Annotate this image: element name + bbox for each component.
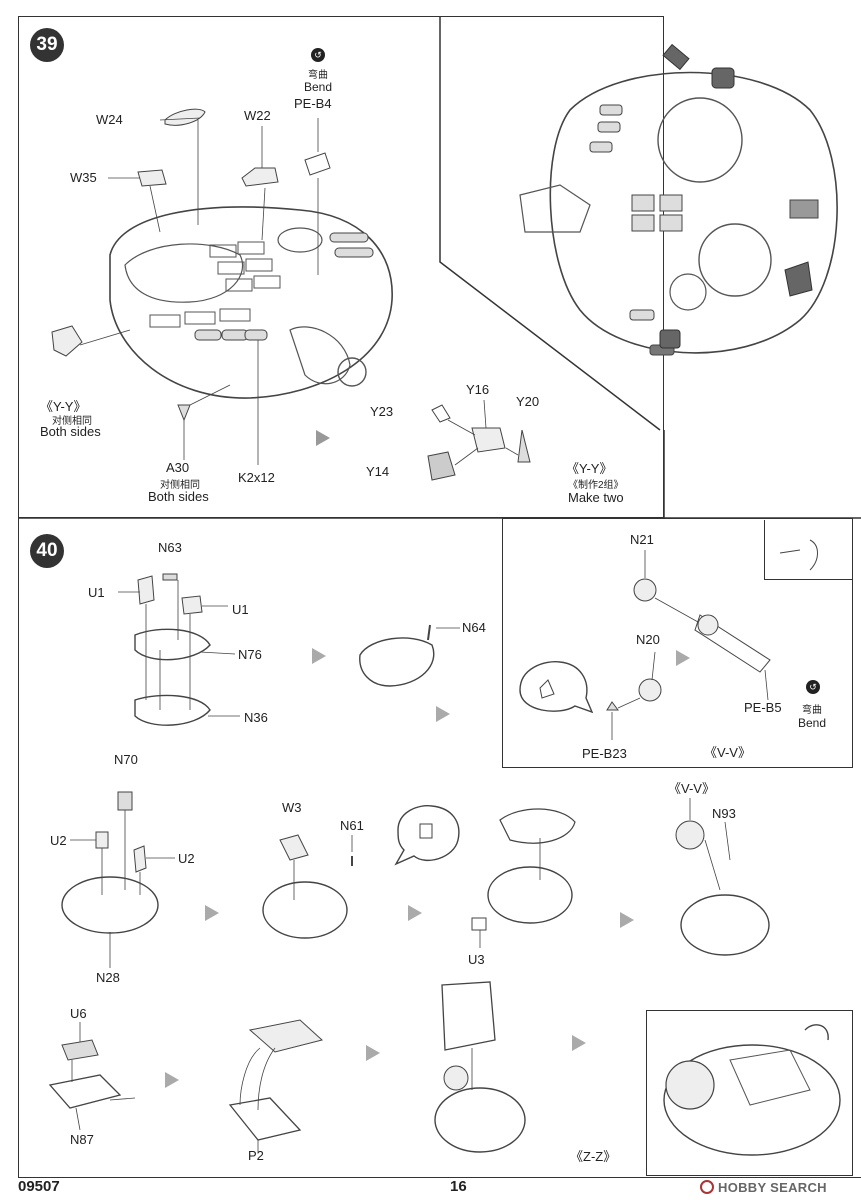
- a30-both-sides-cn: 对侧相同: [160, 480, 200, 491]
- v-v-inset-panel: [502, 518, 853, 768]
- label-v-v: 《V-V》: [704, 745, 751, 760]
- label-u3: U3: [468, 952, 485, 967]
- step-39-badge: 39: [30, 28, 64, 62]
- label-n93: N93: [712, 806, 736, 821]
- bend-en-label: Bend: [304, 80, 333, 94]
- label-u6: U6: [70, 1006, 87, 1021]
- final-view-box: [646, 1010, 853, 1176]
- label-pe-b5: PE-B5: [744, 700, 782, 715]
- label-u1-right: U1: [232, 602, 249, 617]
- label-n63: N63: [158, 540, 182, 555]
- label-n76: N76: [238, 647, 262, 662]
- label-u1-left: U1: [88, 585, 105, 600]
- label-n64: N64: [462, 620, 486, 635]
- brand-name: HOBBY SEARCH: [718, 1180, 827, 1195]
- label-w35: W35: [70, 170, 97, 185]
- label-n20: N20: [636, 632, 660, 647]
- step-40-number: 40: [36, 540, 58, 561]
- label-n87: N87: [70, 1132, 94, 1147]
- bend-cn-label: 弯曲: [308, 70, 328, 81]
- label-p2: P2: [248, 1148, 264, 1163]
- label-y14: Y14: [366, 464, 390, 479]
- brand-logo-icon: [700, 1180, 714, 1194]
- label-y16: Y16: [466, 382, 490, 397]
- label-w22: W22: [244, 108, 271, 123]
- label-v-v-2: 《V-V》: [668, 781, 715, 796]
- corner-detail-box: [764, 520, 853, 580]
- label-y-y-left: 《Y-Y》: [40, 399, 87, 414]
- label-k2x12: K2x12: [238, 470, 275, 485]
- step-40-badge: 40: [30, 534, 64, 568]
- page-number: 16: [450, 1178, 467, 1195]
- bend-cn-v-v: 弯曲: [802, 705, 822, 716]
- label-n21: N21: [630, 532, 654, 547]
- a30-both-sides-en: Both sides: [148, 489, 209, 504]
- product-code: 09507: [18, 1178, 60, 1195]
- label-n61: N61: [340, 818, 364, 833]
- label-pe-b23: PE-B23: [582, 746, 627, 761]
- step-39-number: 39: [36, 34, 58, 55]
- bend-en-v-v: Bend: [798, 716, 827, 730]
- label-u2-left: U2: [50, 833, 67, 848]
- label-n28: N28: [96, 970, 120, 985]
- bend-icon-v-v: ↺: [806, 680, 820, 694]
- make-two-cn: 《制作2组》: [568, 480, 624, 491]
- bend-icon: ↺: [311, 48, 325, 62]
- label-a30: A30: [166, 460, 190, 475]
- label-y-y-right: 《Y-Y》: [566, 461, 613, 476]
- label-w24: W24: [96, 112, 123, 127]
- label-n70: N70: [114, 752, 138, 767]
- label-y20: Y20: [516, 394, 540, 409]
- both-sides-cn-left: 对侧相同: [52, 416, 92, 427]
- label-w3: W3: [282, 800, 302, 815]
- make-two-en: Make two: [568, 490, 624, 505]
- label-u2-right: U2: [178, 851, 195, 866]
- label-y23: Y23: [370, 404, 394, 419]
- label-pe-b4: PE-B4: [294, 96, 332, 111]
- step-40-panel: [18, 518, 861, 1178]
- label-z-z: 《Z-Z》: [570, 1149, 617, 1164]
- label-n36: N36: [244, 710, 268, 725]
- both-sides-en-left: Both sides: [40, 424, 101, 439]
